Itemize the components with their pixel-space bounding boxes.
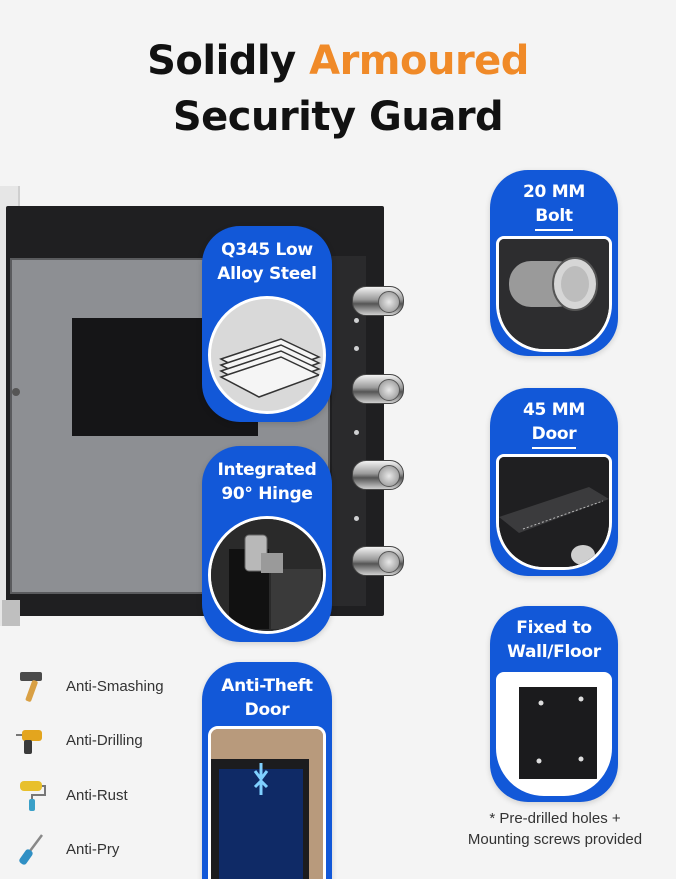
callout-door-line1: 45 MM xyxy=(523,400,585,420)
paint-roller-icon xyxy=(14,777,50,813)
door-hole xyxy=(354,346,359,351)
feature-label: Anti-Pry xyxy=(66,841,120,858)
hinge-closeup-image xyxy=(208,516,326,634)
callout-bolt-line1: 20 MM xyxy=(523,182,585,202)
headline-line-1: Solidly Armoured xyxy=(0,38,676,84)
feature-label: Anti-Drilling xyxy=(66,732,143,749)
locking-bolt xyxy=(352,286,404,316)
callout-bolt-line2: Bolt xyxy=(535,204,573,231)
footnote-line-1: * Pre-drilled holes + xyxy=(489,810,621,827)
door-screw xyxy=(12,388,20,396)
footnote-line-2: Mounting screws provided xyxy=(467,831,643,848)
callout-fixed-line1: Fixed to xyxy=(516,618,592,638)
callout-hinge-line2: 90° Hinge xyxy=(221,484,313,504)
headline-accent: Armoured xyxy=(309,38,529,84)
callout-door-line2: Door xyxy=(531,422,577,449)
callout-anti-theft: Anti-Theft Door xyxy=(202,662,332,879)
headline-plain: Solidly xyxy=(147,38,310,84)
callout-hinge-line1: Integrated xyxy=(217,460,317,480)
locking-bolt xyxy=(352,374,404,404)
feature-label: Anti-Smashing xyxy=(66,678,164,695)
mounting-base-image xyxy=(496,672,612,796)
callout-steel-line1: Q345 Low xyxy=(221,240,313,260)
door-hole xyxy=(354,430,359,435)
callout-steel: Q345 Low Alloy Steel xyxy=(202,226,332,422)
mounting-footnote: * Pre-drilled holes + Mounting screws pr… xyxy=(450,808,660,850)
door-hole xyxy=(354,516,359,521)
screwdriver-icon xyxy=(14,831,50,867)
anti-theft-door-image xyxy=(208,726,326,879)
headline-line-2: Security Guard xyxy=(172,94,504,140)
locking-bolt xyxy=(352,460,404,490)
callout-bolt: 20 MM Bolt xyxy=(490,170,618,356)
callout-fixed-line2: Wall/Floor xyxy=(507,642,601,662)
door-thickness-image xyxy=(496,454,612,570)
locking-bolt xyxy=(352,546,404,576)
callout-theft-line1: Anti-Theft xyxy=(221,676,313,696)
bolt-closeup-image xyxy=(496,236,612,352)
hinge-icon xyxy=(2,600,20,626)
hammer-icon xyxy=(14,668,50,704)
callout-fixed: Fixed to Wall/Floor xyxy=(490,606,618,802)
steel-sheets-image xyxy=(208,296,326,414)
feature-label: Anti-Rust xyxy=(66,787,128,804)
door-hole xyxy=(354,318,359,323)
callout-door: 45 MM Door xyxy=(490,388,618,576)
callout-hinge: Integrated 90° Hinge xyxy=(202,446,332,642)
callout-theft-line2: Door xyxy=(244,700,290,720)
callout-steel-line2: Alloy Steel xyxy=(217,264,317,284)
drill-icon xyxy=(14,722,50,758)
